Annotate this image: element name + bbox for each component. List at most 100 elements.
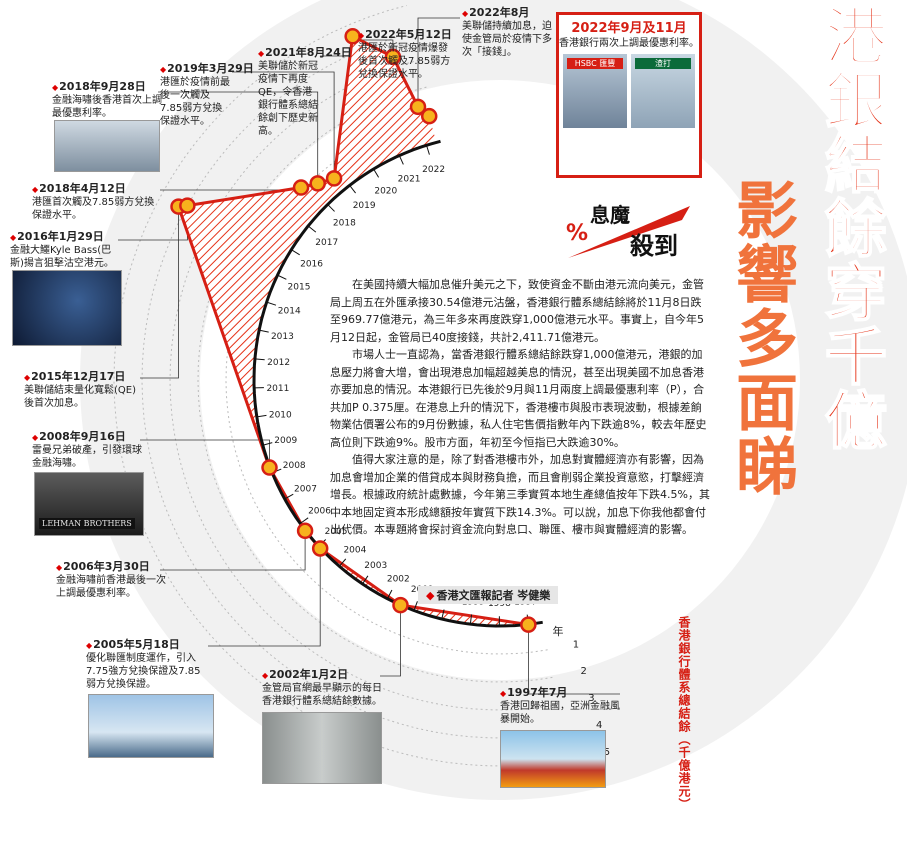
year-tick bbox=[284, 493, 294, 500]
event-marker bbox=[261, 459, 278, 476]
photo-hkma-building bbox=[262, 712, 382, 784]
time-axis bbox=[252, 139, 543, 628]
event-marker bbox=[409, 98, 427, 116]
y-axis-title: 香港銀行體系總結餘（千億港元） bbox=[677, 616, 691, 811]
highlight-date: 2022年9月及11月 bbox=[571, 21, 687, 36]
year-tick bbox=[327, 204, 335, 212]
event-2006-mar: 2006年3月30日 金融海嘯前香港最後一次上調最優惠利率。 bbox=[56, 560, 166, 600]
highlight-text: 香港銀行兩次上調最優惠利率。 bbox=[559, 38, 699, 49]
year-tick bbox=[266, 301, 277, 306]
brand-line2: 殺到 bbox=[630, 231, 678, 260]
year-label: 2017 bbox=[315, 238, 338, 248]
photo-kyle-bass bbox=[12, 270, 122, 346]
event-marker bbox=[309, 175, 326, 192]
article-paragraph: 在美國持續大幅加息催升美元之下，致使資金不斷由港元流向美元，金管局上周五在外匯承… bbox=[330, 278, 704, 344]
year-tick bbox=[386, 589, 393, 599]
grid-ring bbox=[169, 59, 558, 711]
event-date: 2002年1月2日 bbox=[262, 668, 348, 681]
event-marker bbox=[179, 197, 196, 214]
event-date: 2016年1月29日 bbox=[10, 230, 104, 243]
leader-line bbox=[140, 439, 270, 468]
photo-handover bbox=[500, 730, 606, 788]
leader-lines bbox=[118, 17, 620, 695]
year-tick bbox=[338, 558, 347, 567]
year-label: 2013 bbox=[271, 332, 294, 342]
event-2016-jan: 2016年1月29日 金融大鱷Kyle Bass(巴斯)揚言狙擊沽空港元。 bbox=[10, 230, 120, 270]
brand-line1: 息魔 bbox=[590, 203, 630, 227]
article-paragraph: 市場人士一直認為，當香港銀行體系總結餘跌穿1,000億港元，港銀的加息壓力將會大… bbox=[330, 348, 707, 449]
event-text: 港匯於疫情前最後一次觸及7.85弱方兌換保證水平。 bbox=[160, 77, 230, 127]
event-date: 2018年4月12日 bbox=[32, 182, 126, 195]
lehman-sign: LEHMAN BROTHERS bbox=[39, 518, 135, 529]
year-tick bbox=[254, 358, 265, 361]
year-tick bbox=[277, 274, 287, 280]
event-date: 2021年8月24日 bbox=[258, 46, 352, 59]
event-2022-aug: 2022年8月 美聯儲持續加息，迫使金管局於疫情下多次「接錢」。 bbox=[462, 6, 552, 59]
event-date: 2022年5月12日 bbox=[358, 28, 452, 41]
event-date: 2005年5月18日 bbox=[86, 638, 180, 651]
y-tick-label: 5 bbox=[604, 747, 610, 758]
event-2002-jan: 2002年1月2日 金管局官網最早顯示的每日香港銀行體系總結餘數據。 bbox=[262, 668, 382, 708]
headline: 港銀結餘穿千億 bbox=[813, 3, 888, 453]
event-date: 1997年7月 bbox=[500, 686, 567, 699]
event-date: 2019年3月29日 bbox=[160, 62, 254, 75]
year-tick bbox=[349, 185, 356, 194]
y-tick-label: 2 bbox=[581, 666, 587, 677]
year-tick bbox=[413, 601, 418, 611]
photo-bank-street bbox=[54, 120, 160, 172]
year-tick bbox=[291, 249, 300, 256]
event-text: 港匯於新冠疫情爆發後首次觸及7.85弱方兌換保證水平。 bbox=[358, 43, 451, 80]
year-tick bbox=[398, 155, 404, 165]
year-label: 2014 bbox=[278, 307, 301, 317]
hsbc-sign: HSBC 匯豐 bbox=[567, 58, 623, 69]
year-tick bbox=[307, 225, 317, 233]
year-label: 2008 bbox=[283, 461, 306, 471]
year-tick bbox=[373, 168, 380, 178]
leader-line bbox=[158, 91, 319, 184]
event-text: 金管局官網最早顯示的每日香港銀行體系總結餘數據。 bbox=[262, 683, 382, 707]
event-text: 美聯儲結束量化寬鬆(QE)後首次加息。 bbox=[24, 385, 136, 409]
leader-line bbox=[528, 624, 620, 695]
year-label: 2006 bbox=[308, 507, 331, 517]
arrow-icon bbox=[568, 206, 690, 258]
leader-line bbox=[140, 206, 179, 379]
year-label: 2015 bbox=[288, 282, 311, 292]
event-marker bbox=[384, 48, 402, 66]
year-label: 2012 bbox=[267, 358, 290, 368]
year-tick bbox=[469, 614, 473, 625]
event-marker bbox=[292, 179, 310, 196]
event-2019-mar: 2019年3月29日 港匯於疫情前最後一次觸及7.85弱方兌換保證水平。 bbox=[160, 62, 254, 128]
leader-line bbox=[232, 71, 335, 179]
x-axis-unit: 年 bbox=[553, 624, 564, 638]
year-label: 2009 bbox=[274, 436, 297, 446]
article-body: 在美國持續大幅加息催升美元之下，致使資金不斷由港元流向美元，金管局上周五在外匯承… bbox=[330, 276, 710, 539]
year-label: 2003 bbox=[364, 561, 387, 571]
leader-line bbox=[417, 17, 460, 107]
year-label: 2011 bbox=[266, 384, 289, 394]
event-marker bbox=[344, 28, 361, 45]
event-text: 金融海嘯後香港首次上調最優惠利率。 bbox=[52, 95, 162, 119]
percent-icon: % bbox=[566, 221, 588, 246]
event-marker bbox=[520, 616, 537, 633]
photo-hk-skyline bbox=[88, 694, 214, 758]
brand-logo: % 息魔 殺到 bbox=[566, 203, 690, 260]
hsbc-photo: HSBC 匯豐 bbox=[563, 54, 627, 128]
event-text: 優化聯匯制度運作，引入7.75強方兌換保證及7.85弱方兌換保證。 bbox=[86, 653, 201, 690]
reserves-area bbox=[178, 36, 529, 626]
event-markers bbox=[170, 28, 537, 633]
event-text: 香港回歸祖國，亞洲金融風暴開始。 bbox=[500, 701, 620, 725]
year-label: 2018 bbox=[333, 218, 356, 228]
leader-line bbox=[160, 530, 306, 571]
year-label: 2020 bbox=[374, 186, 397, 196]
grid-ring bbox=[141, 32, 563, 739]
event-2021-aug: 2021年8月24日 美聯儲於新冠疫情下再度QE，令香港銀行體系總結餘創下歷史新… bbox=[258, 46, 352, 138]
year-tick bbox=[441, 609, 445, 620]
event-text: 美聯儲於新冠疫情下再度QE，令香港銀行體系總結餘創下歷史新高。 bbox=[258, 61, 318, 137]
stanchart-sign: 渣打 bbox=[635, 58, 691, 69]
event-marker bbox=[296, 522, 314, 540]
event-2005-may: 2005年5月18日 優化聯匯制度運作，引入7.75強方兌換保證及7.85弱方兌… bbox=[86, 638, 210, 691]
event-marker bbox=[420, 107, 438, 125]
stanchart-photo: 渣打 bbox=[631, 54, 695, 128]
event-marker bbox=[392, 596, 409, 614]
event-text: 雷曼兄弟破產，引發環球金融海嘯。 bbox=[32, 445, 142, 469]
